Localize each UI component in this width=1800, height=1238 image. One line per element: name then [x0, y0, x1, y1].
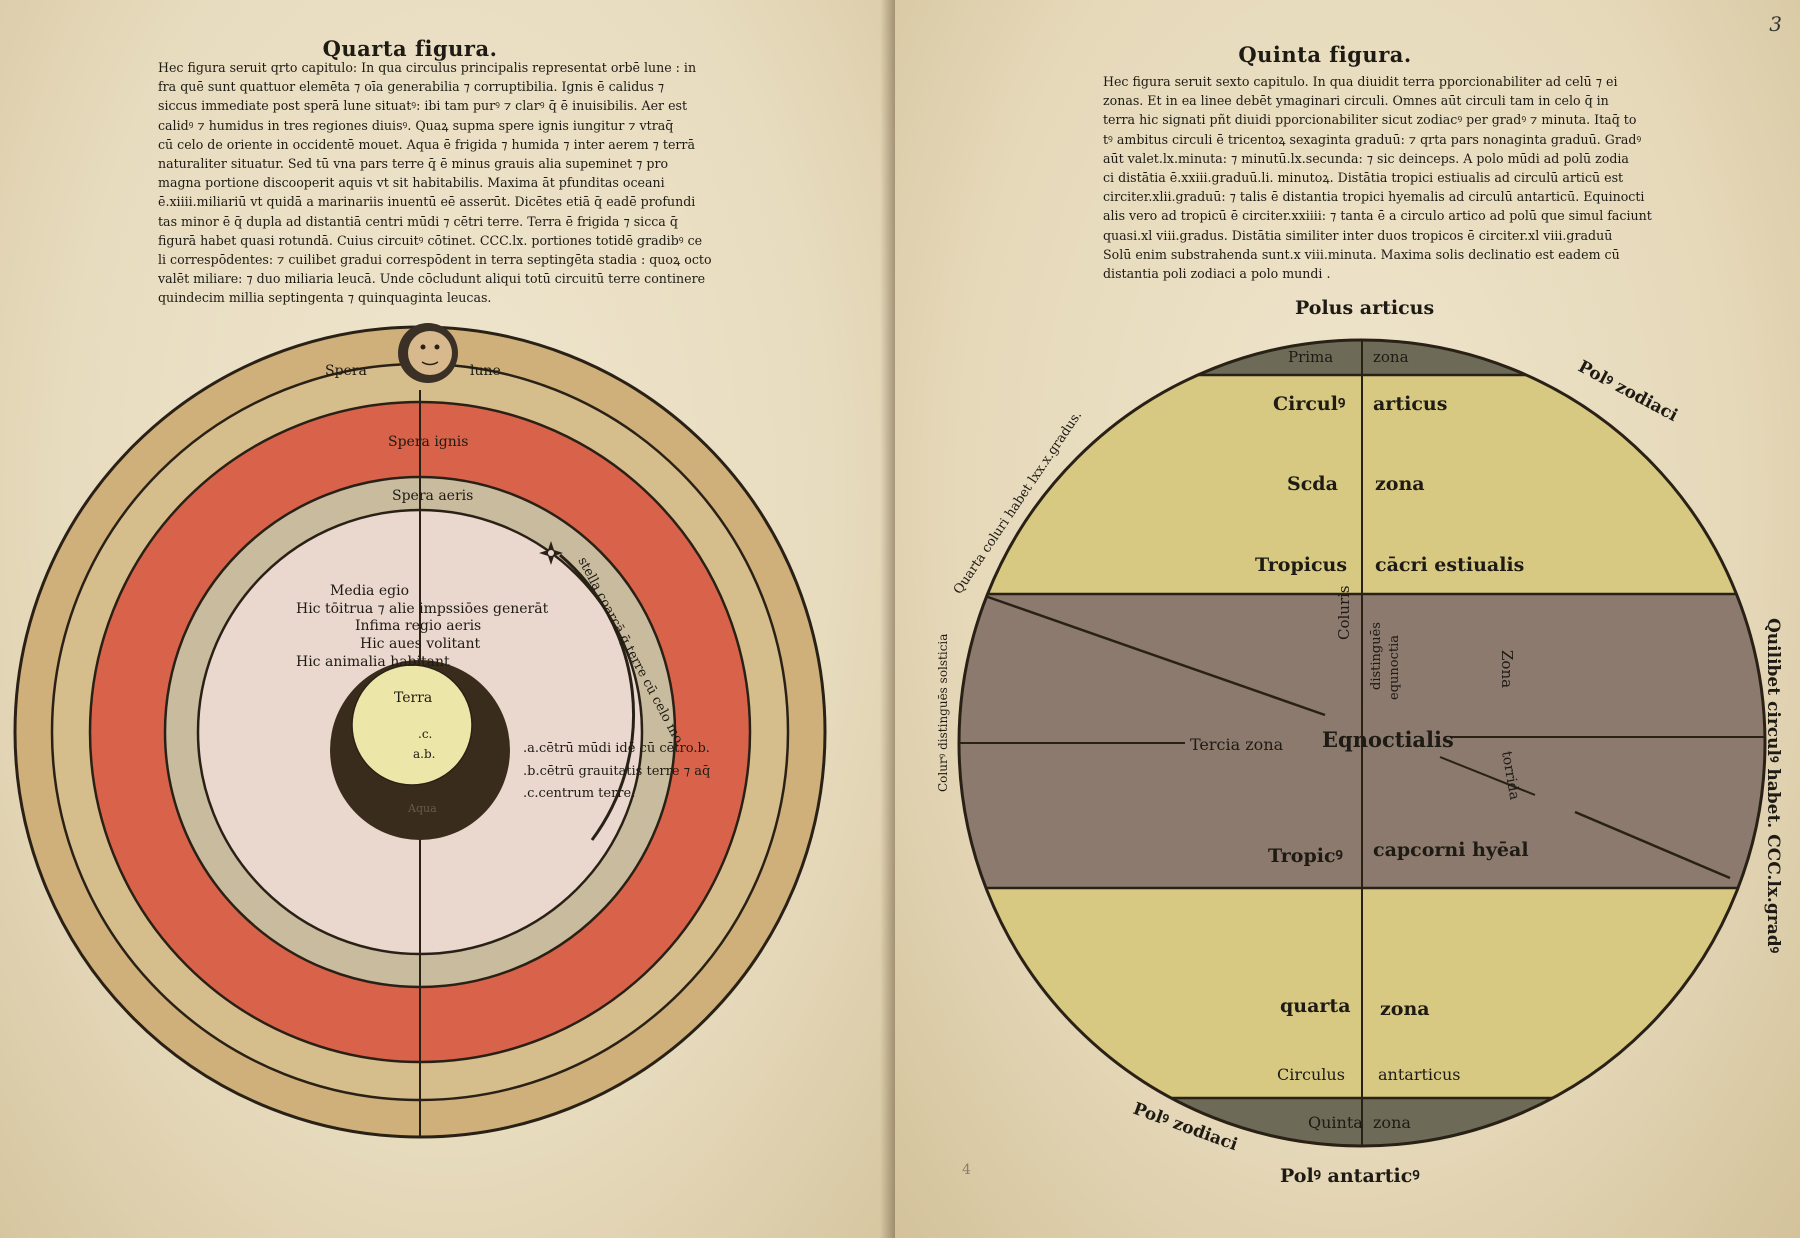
spera-ignis-label: Spera ignis	[388, 434, 468, 450]
equinoctia-label: equnoctia	[1387, 635, 1402, 700]
text-line: naturaliter situatur. Sed tū vna pars te…	[158, 156, 669, 172]
tropicus-capricorni-left: Tropicꝰ	[1268, 845, 1343, 867]
prima-zona-cap	[959, 340, 1765, 375]
right-paragraph: Hec figura seruit sexto capitulo. In qua…	[1103, 72, 1652, 283]
ecliptic-line-upper	[984, 594, 1326, 717]
infima-regio-label: Infima regio aeris	[355, 618, 481, 634]
text-line: distantia poli zodiaci a polo mundi .	[1103, 266, 1331, 282]
star-icon	[539, 541, 563, 565]
left-heading: Quarta figura.	[322, 36, 498, 61]
right-heading: Quinta figura.	[1238, 42, 1412, 67]
tropicus-cancri-right: cācri estiualis	[1375, 554, 1524, 576]
zona-vertical-label: Zona	[1498, 650, 1516, 688]
text-line: zonas. Et in ea linee debēt ymaginari ci…	[1103, 93, 1609, 109]
left-paragraph: Hec figura seruit qrto capitulo: In qua …	[158, 58, 712, 308]
media-regio-label: Media egio	[330, 583, 409, 599]
circulus-articus-right: articus	[1373, 393, 1447, 415]
text-line: Hec figura seruit sexto capitulo. In qua…	[1103, 74, 1618, 89]
legend-b: .b.cētrū grauitatis terre ⁊ aq̄	[523, 764, 710, 779]
tercia-zona-label: Tercia zona	[1190, 735, 1284, 754]
text-line: ē.xiiii.miliariū vt quidā a marinariis i…	[158, 194, 696, 210]
text-line: Solū enim substrahenda sunt.x viii.minut…	[1103, 246, 1620, 262]
hic-aues-label: Hic aues volitant	[360, 636, 481, 652]
ecliptic-line-end	[1574, 810, 1731, 880]
legend-c: .c.centrum terre.	[523, 786, 635, 801]
text-line: terra hic signati pñt diuidi pporcionabi…	[1103, 112, 1637, 128]
stella-arc	[559, 553, 635, 841]
polus-antarticus-label: Polꝰ antarticꝰ	[1280, 1165, 1420, 1187]
text-line: valēt miliare: ⁊ duo miliaria leucā. Und…	[158, 271, 706, 287]
zones-figure: Polus articus Prima zona Circulꝰ articus…	[936, 297, 1783, 1187]
quinta-zona-left: Quinta	[1308, 1113, 1363, 1132]
circulus-antarticus-left: Circulus	[1277, 1065, 1345, 1084]
spera-lune-right: lune	[470, 363, 501, 379]
quinta-zona-cap	[959, 1098, 1765, 1146]
text-line: siccus immediate post sperā lune situatꝰ…	[158, 98, 688, 114]
prima-zona-left: Prima	[1288, 348, 1333, 366]
text-line: circiter.xlii.graduū: ⁊ talis ē distanti…	[1103, 189, 1645, 205]
text-line: figurā habet quasi rotundā. Cuius circui…	[158, 232, 703, 248]
text-line: tꝰ ambitus circuli ē tricentoꝝ sexaginta…	[1103, 131, 1642, 147]
text-line: quindecim millia septingenta ⁊ quinquagi…	[158, 290, 492, 306]
text-line: calidꝰ ⁊ humidus in tres regiones diuisꝰ…	[158, 117, 674, 133]
spera-lune-left: Spera	[325, 363, 367, 379]
text-line: cū celo de oriente in occidentē mouet. A…	[158, 136, 695, 152]
quarta-zona-left: quarta	[1280, 995, 1351, 1017]
ecliptic-line-lower	[1439, 756, 1536, 796]
aqua-label: Aqua	[407, 802, 437, 815]
distinguens-label: distinguēs	[1369, 622, 1384, 690]
text-line: ci distātia ē.xxiii.graduū.li. minutoꝝ. …	[1103, 170, 1624, 186]
spera-aeris-label: Spera aeris	[392, 488, 473, 504]
footer-mark: 4	[962, 1162, 971, 1178]
equinoctialis-label: Eqnoctialis	[1322, 727, 1454, 752]
text-line: aūt valet.lx.minuta: ⁊ minutū.lx.secunda…	[1103, 150, 1629, 166]
text-line: alis vero ad tropicū ē circiter.xxiiii: …	[1103, 208, 1652, 224]
coluris-label: Coluris	[1335, 585, 1353, 640]
circulus-antarticus-right: antarticus	[1378, 1065, 1460, 1084]
right-page: 3 Quinta figura. Hec figura seruit sexto…	[895, 0, 1800, 1238]
globe-outline	[957, 338, 1767, 1148]
polus-articus-label: Polus articus	[1295, 297, 1434, 319]
tropicus-capricorni-right: capcorni hyēal	[1373, 839, 1529, 861]
terra-label: Terra	[394, 690, 432, 706]
colurus-solsticia-label: Colurꝰ distinguēs solsticia	[936, 634, 950, 792]
text-line: quasi.xl viii.gradus. Distātia similiter…	[1103, 227, 1613, 243]
circulus-articus-left: Circulꝰ	[1273, 393, 1345, 415]
legend-a: .a.cētrū mūdi idē cū cētro.b.	[523, 741, 710, 756]
text-line: tas minor ē q̄ dupla ad distantiā centri…	[158, 213, 678, 229]
hic-tonitrua-label: Hic tōitrua ⁊ alie impssiōes generāt	[296, 601, 549, 617]
text-line: Hec figura seruit qrto capitulo: In qua …	[158, 60, 697, 75]
quinta-zona-right: zona	[1373, 1113, 1411, 1132]
secunda-zona-right: zona	[1375, 473, 1425, 495]
prima-zona-right: zona	[1373, 348, 1409, 366]
quarta-zona-right: zona	[1380, 998, 1430, 1020]
spheres-figure: Spera lune Spera ignis Spera aeris Media…	[13, 323, 827, 1139]
point-ab-label: a.b.	[413, 747, 435, 761]
terra-circle	[351, 664, 473, 786]
point-c-label: .c.	[418, 727, 432, 741]
tropicus-cancri-left: Tropicus	[1255, 554, 1347, 576]
text-line: li correspōdentes: ⁊ cuilibet gradui cor…	[158, 252, 712, 268]
text-line: fra quē sunt quattuor elemēta ⁊ oīa gene…	[158, 79, 665, 95]
hic-animalia-label: Hic animalia habitant	[296, 654, 450, 670]
secunda-zona-left: Scda	[1287, 473, 1338, 495]
text-line: magna portione discooperit aquis vt sit …	[158, 175, 665, 191]
page-number: 3	[1769, 12, 1782, 36]
moon-face-icon	[398, 323, 458, 383]
quilibet-circulus-label: Quilibet circulꝰ habet. CCC.lx.gradꝰ	[1763, 618, 1783, 954]
left-page: Quarta figura. Hec figura seruit qrto ca…	[0, 0, 895, 1238]
